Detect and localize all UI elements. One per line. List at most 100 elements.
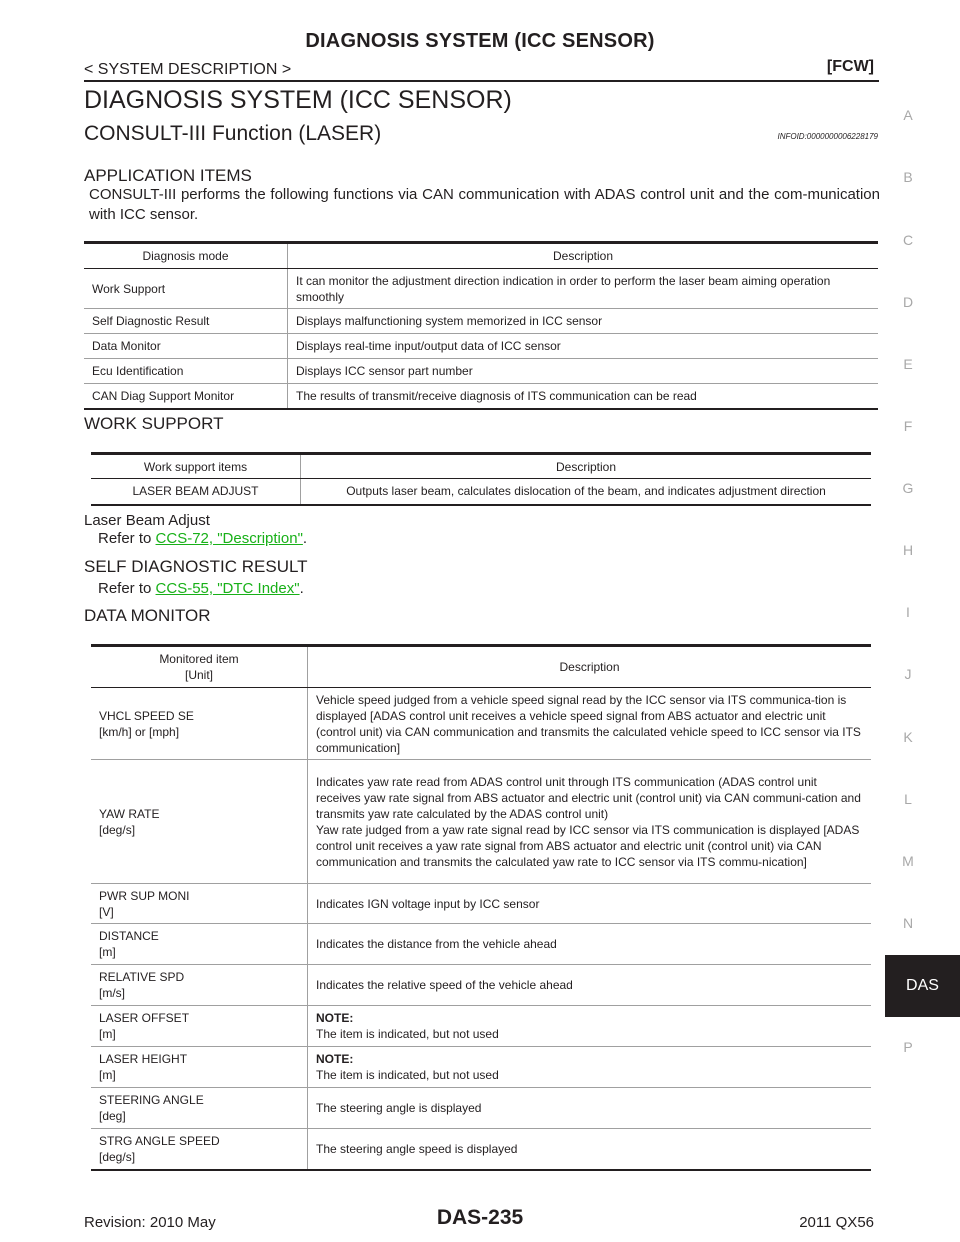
- ccs-55-dtc-index-link[interactable]: CCS-55, "DTC Index": [155, 580, 300, 597]
- application-items-heading: APPLICATION ITEMS: [84, 166, 252, 185]
- side-index-a[interactable]: A: [903, 107, 913, 123]
- reference-prefix: Refer to: [98, 530, 156, 547]
- reference-suffix: .: [302, 530, 308, 547]
- item-name: PWR SUP MONI: [99, 888, 190, 903]
- work-support-reference: Refer to CCS-72, "Description".: [98, 530, 307, 547]
- reference-suffix: .: [299, 580, 304, 597]
- description-text: The steering angle is displayed: [316, 1101, 482, 1115]
- side-index-i[interactable]: I: [906, 604, 910, 620]
- description-cell: Displays malfunctioning system memorized…: [287, 308, 878, 334]
- table-row: CAN Diag Support Monitor The results of …: [84, 383, 878, 410]
- table-row: DISTANCE [m] Indicates the distance from…: [91, 923, 871, 965]
- monitored-item-cell: STRG ANGLE SPEED [deg/s]: [91, 1128, 308, 1171]
- side-index-g[interactable]: G: [902, 480, 914, 496]
- description-text: The item is indicated, but not used: [316, 1027, 499, 1041]
- side-index-h[interactable]: H: [902, 542, 914, 558]
- table-row: Self Diagnostic Result Displays malfunct…: [84, 308, 878, 334]
- monitored-item-cell: LASER OFFSET [m]: [91, 1005, 308, 1047]
- diagnosis-mode-cell: Self Diagnostic Result: [84, 308, 288, 334]
- table-row: STRG ANGLE SPEED [deg/s] The steering an…: [91, 1128, 871, 1171]
- description-cell: Vehicle speed judged from a vehicle spee…: [307, 687, 871, 760]
- application-items-table: Diagnosis mode Description Work Support …: [84, 241, 878, 410]
- self-diagnostic-reference: Refer to CCS-55, "DTC Index".: [98, 580, 304, 597]
- monitored-item-cell: LASER HEIGHT [m]: [91, 1046, 308, 1088]
- item-unit: [deg/s]: [99, 1149, 136, 1164]
- info-id: INFOID:0000000006228179: [777, 132, 878, 141]
- monitored-item-cell: YAW RATE [deg/s]: [91, 759, 308, 884]
- column-header-description: Description: [307, 644, 871, 688]
- note-label: NOTE:: [316, 1052, 354, 1066]
- description-text: Indicates yaw rate read from ADAS contro…: [316, 774, 861, 869]
- side-index-m[interactable]: M: [902, 853, 914, 869]
- ccs-72-description-link[interactable]: CCS-72, "Description": [155, 530, 303, 547]
- description-cell: Indicates IGN voltage input by ICC senso…: [307, 883, 871, 924]
- footer-revision: Revision: 2010 May: [84, 1214, 216, 1231]
- side-index-l[interactable]: L: [904, 791, 912, 807]
- monitored-item-cell: RELATIVE SPD [m/s]: [91, 964, 308, 1006]
- side-index-active-tab[interactable]: DAS: [885, 955, 960, 1017]
- model-code: [FCW]: [826, 58, 874, 75]
- application-items-intro: CONSULT-III performs the following funct…: [89, 186, 880, 223]
- work-support-item-cell: LASER BEAM ADJUST: [91, 478, 301, 506]
- side-index-p[interactable]: P: [903, 1039, 913, 1055]
- side-index-n[interactable]: N: [902, 915, 914, 931]
- side-index-k[interactable]: K: [903, 729, 913, 745]
- monitored-item-cell: VHCL SPEED SE [km/h] or [mph]: [91, 687, 308, 760]
- description-cell: The steering angle is displayed: [307, 1087, 871, 1129]
- description-cell: It can monitor the adjustment direction …: [287, 268, 878, 309]
- description-cell: Indicates yaw rate read from ADAS contro…: [307, 759, 871, 884]
- column-header-monitored-item: Monitored item [Unit]: [91, 644, 308, 688]
- description-text: The steering angle speed is displayed: [316, 1141, 518, 1156]
- item-name: VHCL SPEED SE: [99, 708, 194, 723]
- footer-model: 2011 QX56: [799, 1214, 874, 1231]
- laser-beam-adjust-label: Laser Beam Adjust: [84, 512, 210, 529]
- table-row: YAW RATE [deg/s] Indicates yaw rate read…: [91, 759, 871, 884]
- item-unit: [m]: [99, 945, 116, 959]
- description-cell: Indicates the relative speed of the vehi…: [307, 964, 871, 1006]
- side-index-e[interactable]: E: [903, 356, 913, 372]
- item-unit: [km/h] or [mph]: [99, 724, 180, 739]
- item-name: RELATIVE SPD: [99, 970, 185, 984]
- item-unit: [V]: [99, 904, 114, 919]
- item-unit: [deg]: [99, 1109, 126, 1123]
- description-cell: NOTE: The item is indicated, but not use…: [307, 1046, 871, 1088]
- table-row: PWR SUP MONI [V] Indicates IGN voltage i…: [91, 883, 871, 924]
- side-index-b[interactable]: B: [903, 169, 913, 185]
- side-index-j[interactable]: J: [904, 666, 912, 682]
- side-index-c[interactable]: C: [902, 232, 914, 248]
- item-name: STEERING ANGLE: [99, 1093, 204, 1107]
- item-name: YAW RATE: [99, 806, 160, 821]
- work-support-heading: WORK SUPPORT: [84, 414, 224, 433]
- table-row: LASER BEAM ADJUST Outputs laser beam, ca…: [91, 478, 871, 506]
- description-text: Indicates IGN voltage input by ICC senso…: [316, 896, 540, 911]
- work-support-table: Work support items Description LASER BEA…: [91, 452, 871, 506]
- description-text: Indicates the distance from the vehicle …: [316, 937, 557, 951]
- description-cell: Displays ICC sensor part number: [287, 358, 878, 384]
- item-name: LASER HEIGHT: [99, 1052, 188, 1066]
- section-title: DIAGNOSIS SYSTEM (ICC SENSOR): [84, 86, 512, 114]
- table-row: Ecu Identification Displays ICC sensor p…: [84, 358, 878, 384]
- reference-prefix: Refer to: [98, 580, 156, 597]
- column-header-description: Description: [287, 241, 878, 269]
- diagnosis-mode-cell: Ecu Identification: [84, 358, 288, 384]
- column-header-work-support-items: Work support items: [91, 452, 301, 479]
- item-unit: [m]: [99, 1068, 116, 1082]
- table-row: LASER HEIGHT [m] NOTE: The item is indic…: [91, 1046, 871, 1088]
- data-monitor-table: Monitored item [Unit] Description VHCL S…: [91, 644, 871, 1171]
- description-cell: The steering angle speed is displayed: [307, 1128, 871, 1171]
- self-diagnostic-heading: SELF DIAGNOSTIC RESULT: [84, 557, 308, 576]
- table-row: Work Support It can monitor the adjustme…: [84, 268, 878, 309]
- item-unit: [m/s]: [99, 986, 125, 1000]
- side-index-f[interactable]: F: [903, 418, 913, 434]
- side-index-d[interactable]: D: [902, 294, 914, 310]
- diagnosis-mode-cell: CAN Diag Support Monitor: [84, 383, 288, 410]
- diagnosis-mode-cell: Data Monitor: [84, 333, 288, 359]
- monitored-item-cell: STEERING ANGLE [deg]: [91, 1087, 308, 1129]
- breadcrumb: < SYSTEM DESCRIPTION >: [84, 61, 292, 78]
- diagnosis-mode-cell: Work Support: [84, 268, 288, 309]
- table-row: STEERING ANGLE [deg] The steering angle …: [91, 1087, 871, 1129]
- description-cell: Outputs laser beam, calculates dislocati…: [300, 478, 871, 506]
- header-divider: [84, 80, 879, 82]
- column-header-description: Description: [300, 452, 871, 479]
- note-label: NOTE:: [316, 1011, 354, 1025]
